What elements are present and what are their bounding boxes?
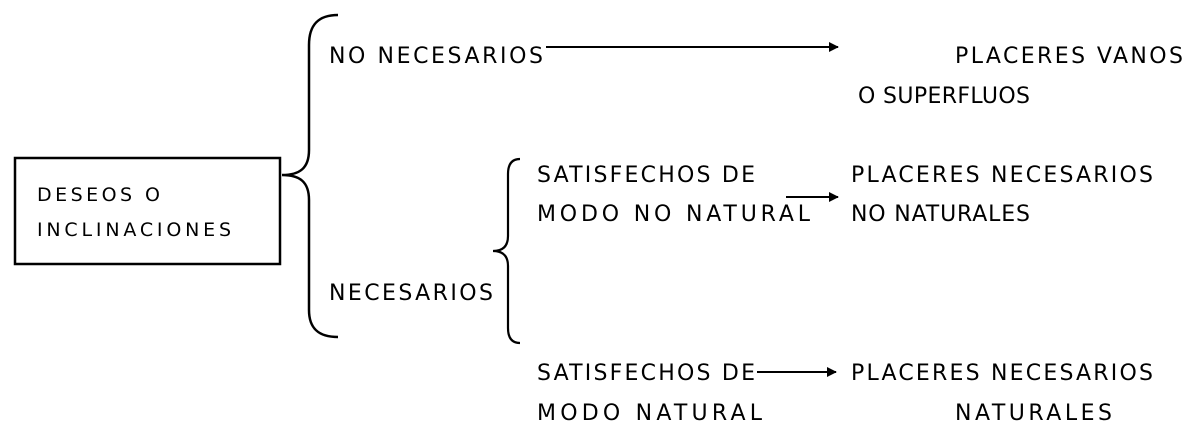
- sub-natural-line2: MODO NATURAL: [537, 401, 763, 426]
- root-label-line1: DESEOS O: [37, 184, 160, 206]
- result-naturales-line1: PLACERES NECESARIOS: [851, 361, 1153, 386]
- branch-necesarios: NECESARIOS: [329, 281, 493, 306]
- sub-natural-line1: SATISFECHOS DE: [537, 361, 755, 386]
- sub-no-natural-line2: MODO NO NATURAL: [537, 202, 811, 227]
- root-box: [13, 156, 282, 266]
- result-naturales-line2: NATURALES: [955, 401, 1112, 426]
- main-brace: [281, 13, 339, 339]
- necesarios-brace: [492, 157, 521, 345]
- result-no-naturales-line2: NO NATURALES: [851, 202, 1030, 227]
- result-vanos-line1: PLACERES VANOS: [955, 44, 1183, 69]
- root-label-line2: INCLINACIONES: [37, 219, 231, 241]
- result-vanos-line2: O SUPERFLUOS: [858, 84, 1030, 109]
- sub-no-natural-line1: SATISFECHOS DE: [537, 163, 755, 188]
- result-no-naturales-line1: PLACERES NECESARIOS: [851, 163, 1153, 188]
- branch-no-necesarios: NO NECESARIOS: [329, 44, 543, 69]
